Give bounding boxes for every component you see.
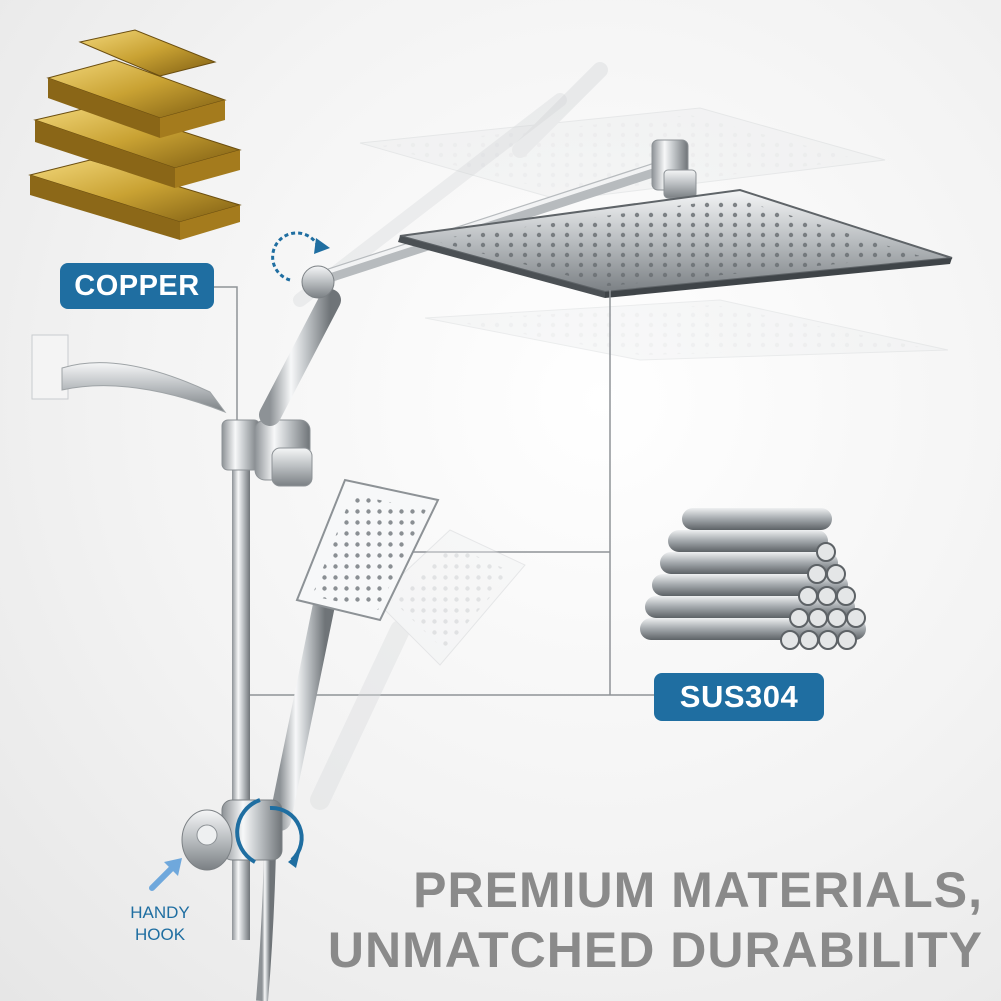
rain-shower-head: [398, 188, 953, 298]
shower-hose: [256, 849, 276, 1001]
handy-hook-label: HANDY HOOK: [112, 902, 208, 946]
copper-label: COPPER: [60, 263, 214, 309]
wall-shower-arm: [31, 334, 227, 414]
steel-pipes-icon: [640, 508, 866, 650]
hook-label-line2: HOOK: [134, 925, 186, 944]
sus304-label: SUS304: [654, 673, 824, 721]
diverter-valve: [254, 419, 313, 487]
handheld-holder: [181, 798, 304, 871]
headline: PREMIUM MATERIALS, UNMATCHED DURABILITY: [328, 860, 983, 980]
handheld-shower: [269, 478, 440, 831]
headline-line1: PREMIUM MATERIALS,: [413, 862, 983, 918]
pointer-arrow-icon: [149, 858, 182, 891]
headline-line2: UNMATCHED DURABILITY: [327, 922, 983, 978]
ghost-rain-head-lower: [424, 299, 949, 361]
ghost-rain-head-upper: [359, 62, 886, 201]
rotate-arrow-icon: [271, 231, 330, 282]
callout-lines: [214, 286, 654, 696]
ghost-handheld-shower: [310, 529, 526, 810]
hook-label-line1: HANDY: [130, 903, 190, 922]
gold-bars-icon: [28, 29, 242, 240]
